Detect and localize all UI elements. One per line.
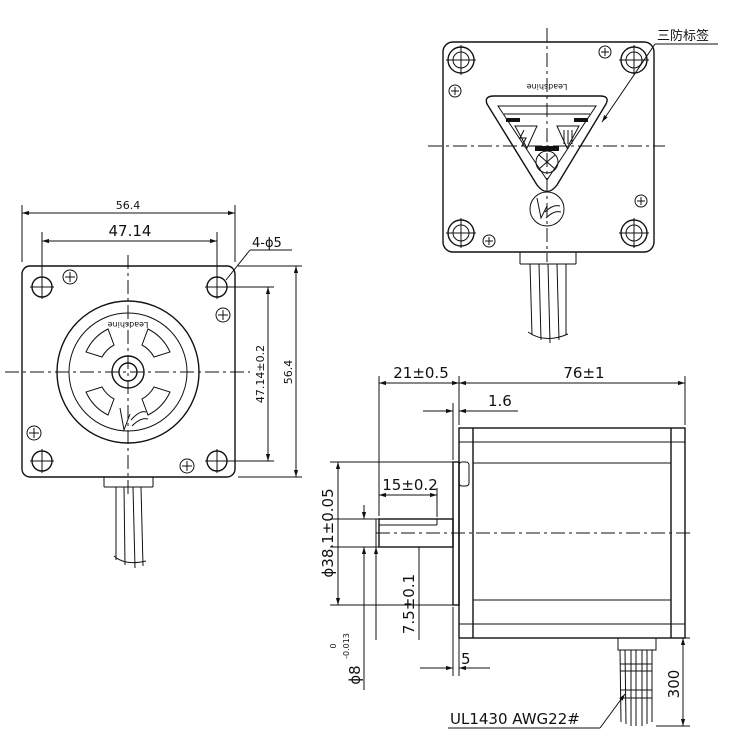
label-leader — [601, 43, 656, 123]
mounting-holes — [30, 275, 229, 473]
dim-shaft-tol-upper: 0 — [329, 643, 338, 648]
tri-label-center-icon — [535, 150, 559, 174]
dim-holes: 4-ϕ5 — [252, 236, 282, 251]
rear-label-callout: 三防标签 — [657, 28, 709, 44]
rear-view: Leadshine — [428, 28, 718, 344]
rear-mounting-holes — [446, 45, 649, 248]
front-leads — [103, 476, 154, 569]
rear-screws — [448, 45, 648, 248]
dim-flat-length: 15±0.2 — [382, 476, 438, 494]
front-brand-text: Leadshine — [108, 320, 149, 329]
front-hub-inner — [68, 312, 188, 432]
tri-label-icons — [506, 118, 588, 151]
dim-height-overall: 56.4 — [282, 360, 295, 385]
dim-flange-thickness: 1.6 — [488, 392, 512, 410]
dim-lead-length: 300 — [665, 670, 683, 699]
side-leads — [617, 637, 657, 726]
front-flange-outline — [21, 265, 236, 478]
tri-proof-label — [485, 95, 608, 193]
motor-shaft — [378, 518, 454, 548]
dim-hole-spacing-v: 47.14±0.2 — [254, 345, 267, 403]
dim-flat-depth: 7.5±0.1 — [400, 574, 418, 634]
side-view: 76±1 21±0.5 1.6 15±0.2 ϕ38.1±0.05 7.5±0.… — [319, 364, 690, 729]
wire-spec-leader — [599, 693, 626, 729]
shaft-end — [118, 362, 138, 382]
screw-heads — [26, 269, 231, 474]
hub-spokes — [85, 328, 171, 416]
front-logo-icon — [119, 407, 149, 432]
front-hub-outer — [56, 300, 200, 444]
dim-shaft-tol-lower: -0.013 — [342, 633, 351, 659]
holes-leader — [225, 249, 251, 281]
dim-width-overall: 56.4 — [116, 199, 141, 212]
dim-pilot-diameter: ϕ38.1±0.05 — [319, 488, 337, 577]
dim-body-length: 76±1 — [563, 364, 604, 382]
front-view: Leadshine 56.4 47.14 4-ϕ — [5, 199, 302, 569]
rear-brand-text: Leadshine — [527, 82, 568, 91]
dim-hole-spacing-h: 47.14 — [109, 222, 152, 240]
dim-pilot-depth: 5 — [461, 650, 471, 668]
rear-logo-icon — [529, 191, 565, 227]
wire-spec-label: UL1430 AWG22# — [450, 710, 580, 728]
shaft-boss — [111, 355, 145, 389]
dim-flange-to-shaft: 21±0.5 — [393, 364, 449, 382]
rear-leads — [519, 251, 577, 344]
dim-shaft-diameter: ϕ8 — [346, 665, 364, 684]
